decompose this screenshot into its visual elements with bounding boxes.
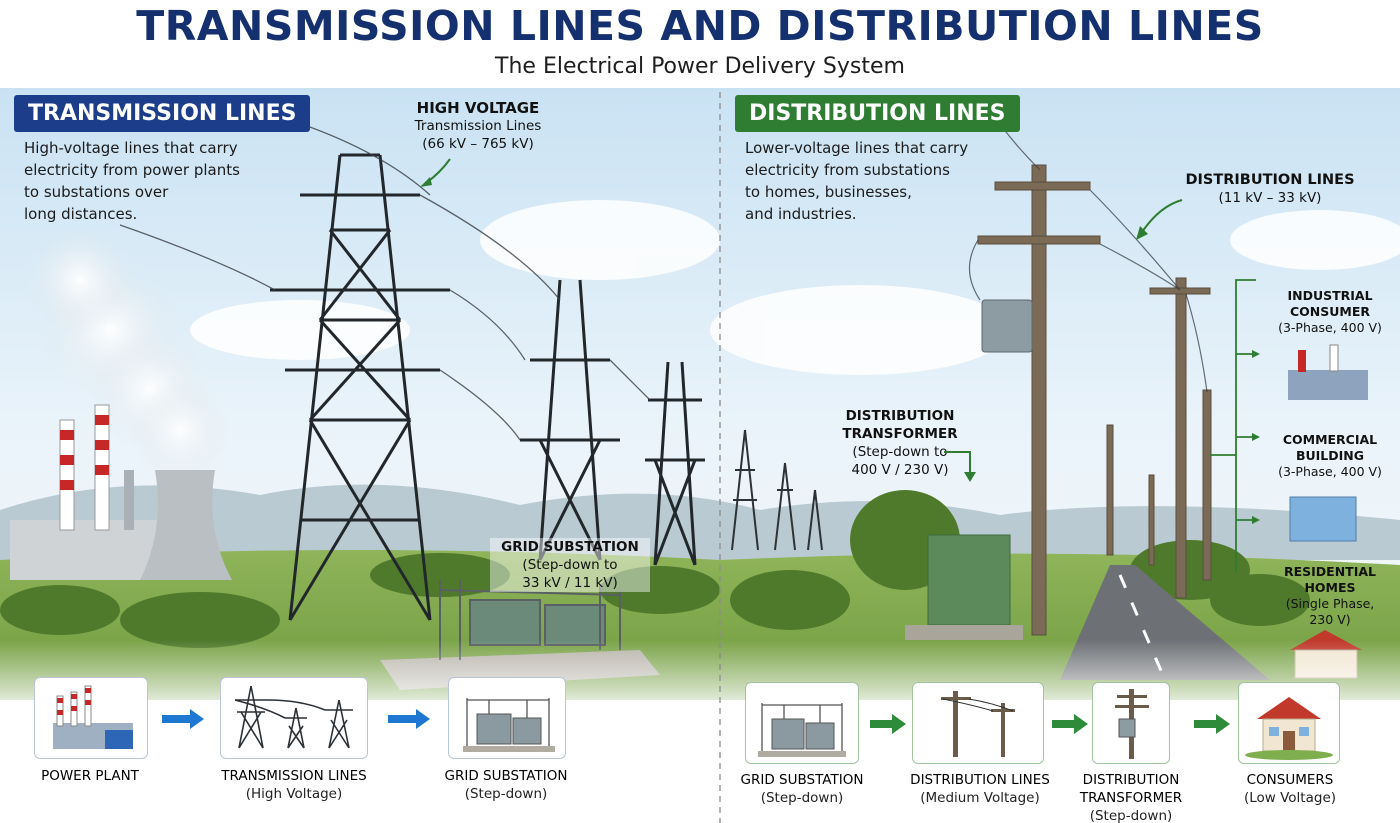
transmission-description: High-voltage lines that carry electricit… bbox=[24, 137, 284, 225]
flow-label-sub: (Medium Voltage) bbox=[920, 790, 1040, 806]
flow-distribution-lines-label: DISTRIBUTION LINES (Medium Voltage) bbox=[894, 771, 1066, 807]
flow-grid-substation-box-right bbox=[745, 682, 859, 764]
subtitle: The Electrical Power Delivery System bbox=[495, 54, 905, 79]
flow-distribution-lines-box bbox=[912, 682, 1044, 764]
flow-transmission-lines-box bbox=[220, 677, 368, 759]
transmission-badge: TRANSMISSION LINES bbox=[14, 95, 311, 132]
flow-distribution-transformer-label: DISTRIBUTION TRANSFORMER (Step-down) bbox=[1066, 771, 1196, 823]
consumer-label-sub: 230 V) bbox=[1309, 612, 1351, 627]
distribution-desc-line: electricity from substations bbox=[745, 161, 950, 179]
grid-substation-callout: GRID SUBSTATION (Step-down to 33 kV / 11… bbox=[490, 538, 650, 592]
consumer-bracket bbox=[1210, 279, 1260, 572]
distribution-desc-line: and industries. bbox=[745, 205, 857, 223]
residential-homes-label: RESIDENTIAL HOMES (Single Phase, 230 V) bbox=[1265, 564, 1395, 628]
distribution-poles-icon bbox=[941, 691, 1015, 757]
consumer-label-sub: (3-Phase, 400 V) bbox=[1278, 320, 1382, 335]
consumer-label-title: INDUSTRIAL bbox=[1287, 288, 1373, 303]
flow-power-plant-box bbox=[34, 677, 148, 759]
consumer-label-title: CONSUMER bbox=[1289, 304, 1371, 319]
consumer-label-sub: (Single Phase, bbox=[1285, 596, 1375, 611]
flow-consumers-box bbox=[1238, 682, 1340, 764]
main-title: TRANSMISSION LINES AND DISTRIBUTION LINE… bbox=[136, 2, 1264, 50]
flow-label-title: POWER PLANT bbox=[41, 768, 139, 784]
flow-label-title: GRID SUBSTATION bbox=[444, 768, 568, 784]
distribution-desc-line: Lower-voltage lines that carry bbox=[745, 139, 969, 157]
consumer-label-title: BUILDING bbox=[1295, 448, 1365, 463]
flow-transmission-lines-label: TRANSMISSION LINES (High Voltage) bbox=[194, 767, 394, 803]
high-voltage-callout-range: (66 kV – 765 kV) bbox=[422, 136, 534, 152]
commercial-building-label: COMMERCIAL BUILDING (3-Phase, 400 V) bbox=[1265, 432, 1395, 480]
grid-substation-callout-line: (Step-down to bbox=[522, 557, 618, 573]
flow-arrow-right-icon bbox=[388, 709, 430, 729]
consumer-label-title: COMMERCIAL bbox=[1282, 432, 1378, 447]
transmission-desc-line: electricity from power plants bbox=[24, 161, 240, 179]
flow-consumers-label: CONSUMERS (Low Voltage) bbox=[1220, 771, 1360, 807]
substation-icon bbox=[758, 703, 846, 757]
flow-label-sub: (Step-down) bbox=[1089, 808, 1173, 823]
consumer-label-sub: (3-Phase, 400 V) bbox=[1278, 464, 1382, 479]
distribution-lines-callout-range: (11 kV – 33 kV) bbox=[1218, 190, 1322, 206]
flow-label-title: DISTRIBUTION LINES bbox=[910, 772, 1050, 788]
power-plant-icon bbox=[53, 685, 133, 749]
flow-label-title: GRID SUBSTATION bbox=[740, 772, 864, 788]
flow-arrow-right-icon bbox=[162, 709, 204, 729]
flow-power-plant-label: POWER PLANT bbox=[10, 767, 170, 785]
consumer-label-title: RESIDENTIAL bbox=[1283, 564, 1376, 579]
flow-arrow-right-icon bbox=[1194, 714, 1230, 734]
high-voltage-callout-arrow bbox=[420, 158, 451, 187]
distribution-transformer-callout-title: TRANSFORMER bbox=[842, 426, 958, 442]
consumer-label-title: HOMES bbox=[1304, 580, 1356, 595]
grid-substation-callout-title: GRID SUBSTATION bbox=[501, 539, 639, 555]
flow-label-sub: (Step-down) bbox=[464, 786, 548, 802]
flow-label-sub: (Step-down) bbox=[760, 790, 844, 806]
distribution-lines-callout: DISTRIBUTION LINES (11 kV – 33 kV) bbox=[1180, 171, 1360, 207]
distribution-description: Lower-voltage lines that carry electrici… bbox=[745, 137, 1005, 225]
transmission-towers-icon bbox=[234, 685, 353, 749]
transmission-desc-line: to substations over bbox=[24, 183, 169, 201]
flow-label-sub: (Low Voltage) bbox=[1243, 790, 1337, 806]
transmission-desc-line: long distances. bbox=[24, 205, 138, 223]
substation-icon bbox=[463, 698, 555, 752]
high-voltage-callout-title: HIGH VOLTAGE bbox=[416, 99, 540, 117]
flow-arrow-right-icon bbox=[870, 714, 906, 734]
house-icon bbox=[1245, 697, 1333, 760]
flow-grid-substation-label-right: GRID SUBSTATION (Step-down) bbox=[722, 771, 882, 807]
flow-label-title: TRANSMISSION LINES bbox=[221, 768, 367, 784]
flow-grid-substation-box bbox=[448, 677, 566, 759]
industrial-consumer-label: INDUSTRIAL CONSUMER (3-Phase, 400 V) bbox=[1265, 288, 1395, 336]
flow-grid-substation-label: GRID SUBSTATION (Step-down) bbox=[426, 767, 586, 803]
flow-label-title: TRANSFORMER bbox=[1079, 790, 1183, 806]
distribution-transformer-callout-line: (Step-down to bbox=[852, 444, 948, 460]
pole-transformer-icon bbox=[1115, 689, 1149, 759]
flow-arrow-right-icon bbox=[1052, 714, 1088, 734]
distribution-badge: DISTRIBUTION LINES bbox=[735, 95, 1020, 132]
flow-label-title: DISTRIBUTION bbox=[1082, 772, 1180, 788]
flow-label-sub: (High Voltage) bbox=[245, 786, 343, 802]
distribution-transformer-callout-line: 400 V / 230 V) bbox=[851, 462, 949, 478]
distribution-lines-callout-title: DISTRIBUTION LINES bbox=[1185, 172, 1355, 188]
distribution-desc-line: to homes, businesses, bbox=[745, 183, 912, 201]
transmission-desc-line: High-voltage lines that carry bbox=[24, 139, 238, 157]
high-voltage-callout: HIGH VOLTAGE Transmission Lines (66 kV –… bbox=[388, 99, 568, 153]
flow-distribution-transformer-box bbox=[1092, 682, 1170, 764]
grid-substation-callout-line: 33 kV / 11 kV) bbox=[522, 575, 618, 591]
distribution-transformer-callout-title: DISTRIBUTION bbox=[845, 408, 955, 424]
high-voltage-callout-line: Transmission Lines bbox=[414, 118, 542, 134]
distribution-transformer-callout-arrow bbox=[944, 451, 976, 482]
flow-label-title: CONSUMERS bbox=[1246, 772, 1334, 788]
distribution-transformer-callout: DISTRIBUTION TRANSFORMER (Step-down to 4… bbox=[818, 407, 982, 479]
distribution-lines-callout-arrow bbox=[1136, 199, 1183, 240]
